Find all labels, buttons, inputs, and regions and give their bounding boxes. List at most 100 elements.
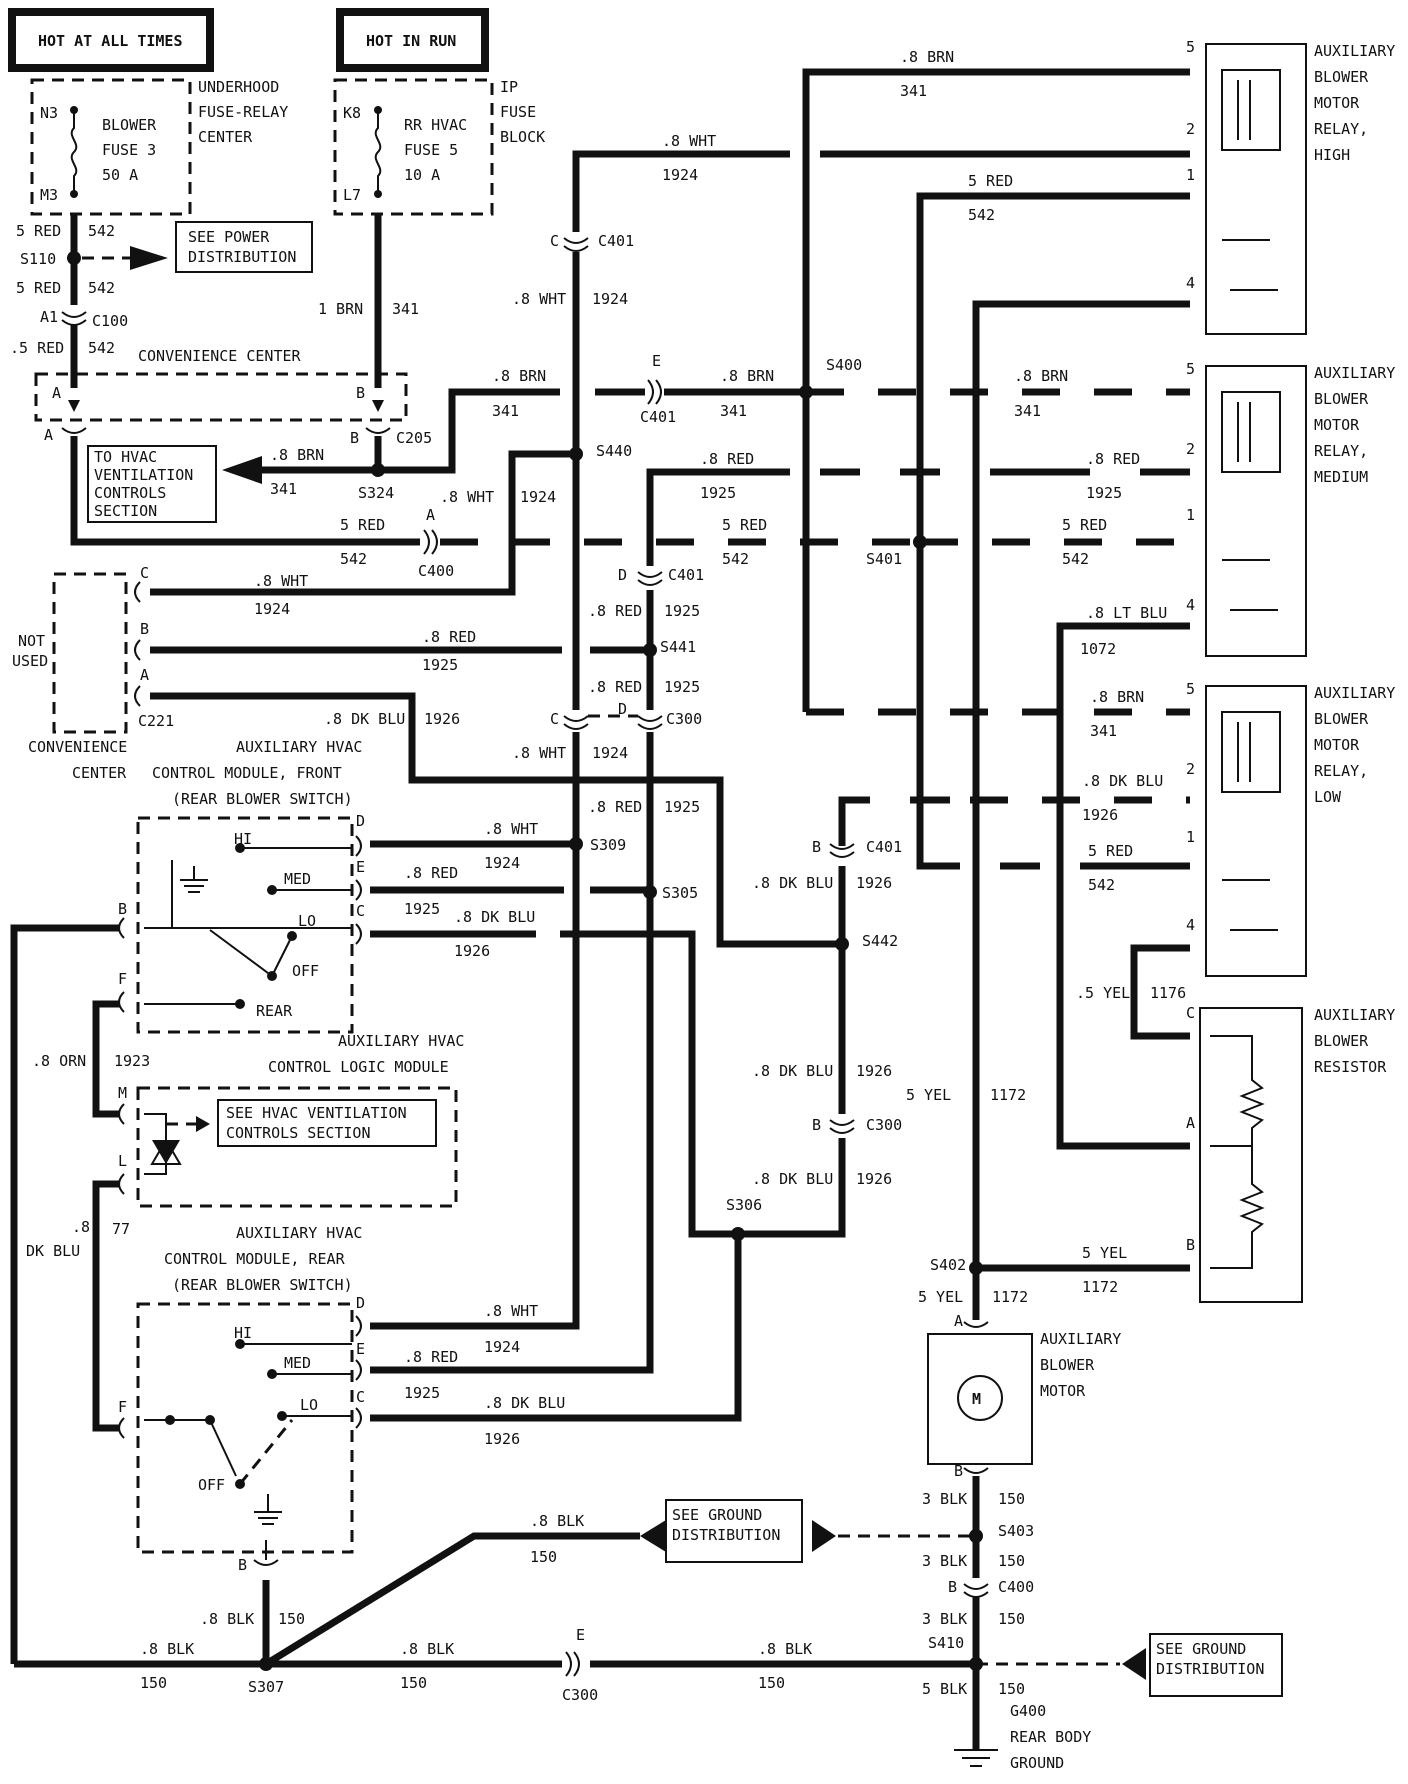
- wire-label-8blk: .8 BLK: [140, 1640, 194, 1658]
- wire-label-8dkblu: .8 DK BLU: [324, 710, 405, 728]
- motor-label-1: AUXILIARY: [1040, 1330, 1121, 1348]
- connector-c401-c-symbol: [563, 237, 589, 252]
- splice-s110-dot: [67, 251, 81, 265]
- wire-label-5yel: 5 YEL: [906, 1086, 951, 1104]
- pin-c: C: [140, 564, 149, 582]
- pin-n2: 2: [1186, 120, 1195, 138]
- circuit-1926: 1926: [424, 710, 460, 728]
- pin-n1: 1: [1186, 828, 1195, 846]
- ground-label-1: REAR BODY: [1010, 1728, 1091, 1746]
- circuit-1924: 1924: [662, 166, 698, 184]
- connector-c400-symbol: [963, 1583, 989, 1598]
- wire-label-dkblu-a: .8: [72, 1218, 90, 1236]
- wire-label-8brn: .8 BRN: [1014, 367, 1068, 385]
- blower-fuse-label: BLOWER: [102, 116, 157, 134]
- wire-label-5red: 5 RED: [340, 516, 385, 534]
- wire-label-8ltblu: .8 LT BLU: [1086, 604, 1167, 622]
- circuit-1072: 1072: [1080, 640, 1116, 658]
- pin-e: E: [652, 352, 661, 370]
- front-pin-c-symbol: [355, 923, 362, 945]
- relay-high-label-1: AUXILIARY: [1314, 42, 1395, 60]
- rr-hvac-fuse-label: RR HVAC: [404, 116, 467, 134]
- pin-a: A: [1186, 1114, 1195, 1132]
- wire-label-8wht: .8 WHT: [440, 488, 494, 506]
- circuit-1926: 1926: [454, 942, 490, 960]
- pin-a: A: [954, 1312, 963, 1330]
- blower-fuse-element: [70, 110, 78, 194]
- ip-fuse-pin-l7: L7: [343, 186, 361, 204]
- blower-resistor: [1199, 1007, 1303, 1303]
- power-distribution-ref-2: DISTRIBUTION: [188, 248, 296, 266]
- wire-label-5red: 5 RED: [968, 172, 1013, 190]
- circuit-150: 150: [998, 1610, 1025, 1628]
- pin-n4: 4: [1186, 596, 1195, 614]
- wire-1926-rear-c: [370, 1234, 742, 1422]
- wire-label-p5yel: .5 YEL: [1076, 984, 1130, 1002]
- rear-pin-f-symbol: [118, 1417, 125, 1439]
- front-module-label-1: AUXILIARY HVAC: [236, 738, 362, 756]
- pin-b: B: [1186, 1236, 1195, 1254]
- pin-b: B: [238, 1556, 247, 1574]
- wire-label-8dkblu: .8 DK BLU: [484, 1394, 565, 1412]
- wire-label-8brn: .8 BRN: [492, 367, 546, 385]
- relay-medium-label-1: AUXILIARY: [1314, 364, 1395, 382]
- ground-symbol: [954, 1749, 998, 1767]
- rear-switch: [144, 1339, 352, 1560]
- circuit-1924: 1924: [484, 854, 520, 872]
- relay-medium-label-2: BLOWER: [1314, 390, 1369, 408]
- splice-s402: S402: [930, 1256, 966, 1274]
- underhood-label-3: CENTER: [198, 128, 253, 146]
- blower-motor-box: [927, 1333, 1033, 1465]
- connector-c401-e-symbol: [647, 379, 662, 405]
- pin-e: E: [576, 1626, 585, 1644]
- circuit-150: 150: [278, 1610, 305, 1628]
- wire-label-8brn: .8 BRN: [900, 48, 954, 66]
- wire-label-8wht: .8 WHT: [512, 290, 566, 308]
- circuit-1925: 1925: [664, 602, 700, 620]
- pin-n5: 5: [1186, 360, 1195, 378]
- wire-1924-to-conv: [150, 450, 576, 596]
- connector-c400: C400: [998, 1578, 1034, 1596]
- logic-module-label-1: AUXILIARY HVAC: [338, 1032, 464, 1050]
- circuit-1926: 1926: [1082, 806, 1118, 824]
- connector-c300-b-symbol: [829, 1119, 855, 1134]
- connector-c401: C401: [866, 838, 902, 856]
- ground-distribution-ref-3: SEE GROUND: [1156, 1640, 1246, 1658]
- circuit-150: 150: [998, 1680, 1025, 1698]
- splice-s309: S309: [590, 836, 626, 854]
- wire-label-8brn: .8 BRN: [1090, 688, 1144, 706]
- relay-medium-label-3: MOTOR: [1314, 416, 1360, 434]
- circuit-1172: 1172: [992, 1288, 1028, 1306]
- connector-c401: C401: [668, 566, 704, 584]
- wire-label-p5red: .5 RED: [10, 339, 64, 357]
- pin-n4: 4: [1186, 916, 1195, 934]
- hot-in-run-label: HOT IN RUN: [366, 32, 456, 50]
- rear-module-label-3: (REAR BLOWER SWITCH): [172, 1276, 353, 1294]
- ip-fuse-label-2: FUSE: [500, 103, 536, 121]
- rear-pin-d-symbol: [355, 1315, 362, 1337]
- pin-n5: 5: [1186, 680, 1195, 698]
- motor-circle: [957, 1375, 1003, 1421]
- circuit-150: 150: [758, 1674, 785, 1692]
- pin-d: D: [356, 1294, 365, 1312]
- relay-low-label-5: LOW: [1314, 788, 1342, 806]
- wire-label-8blk: .8 BLK: [530, 1512, 584, 1530]
- connector-c100-symbol: [61, 311, 87, 326]
- motor-label-3: MOTOR: [1040, 1382, 1086, 1400]
- pin-n1: 1: [1186, 506, 1195, 524]
- hot-at-all-times-box: [8, 8, 214, 72]
- wire-label-5red: 5 RED: [722, 516, 767, 534]
- rear-module-box: [136, 1302, 354, 1554]
- circuit-341: 341: [720, 402, 747, 420]
- pin-n5: 5: [1186, 38, 1195, 56]
- ground-distribution-ref-4: DISTRIBUTION: [1156, 1660, 1264, 1678]
- relay-medium-label-4: RELAY,: [1314, 442, 1368, 460]
- front-module-box: [136, 816, 354, 1034]
- circuit-341: 341: [492, 402, 519, 420]
- wire-label-8blk: .8 BLK: [200, 1610, 254, 1628]
- hvac-see-ref-2: CONTROLS SECTION: [226, 1124, 371, 1142]
- logic-diode-fill: [152, 1140, 180, 1164]
- wire-1926-lower: [738, 944, 846, 1238]
- relay-low: [1205, 685, 1307, 977]
- wire-label-8orn: .8 ORN: [32, 1052, 86, 1070]
